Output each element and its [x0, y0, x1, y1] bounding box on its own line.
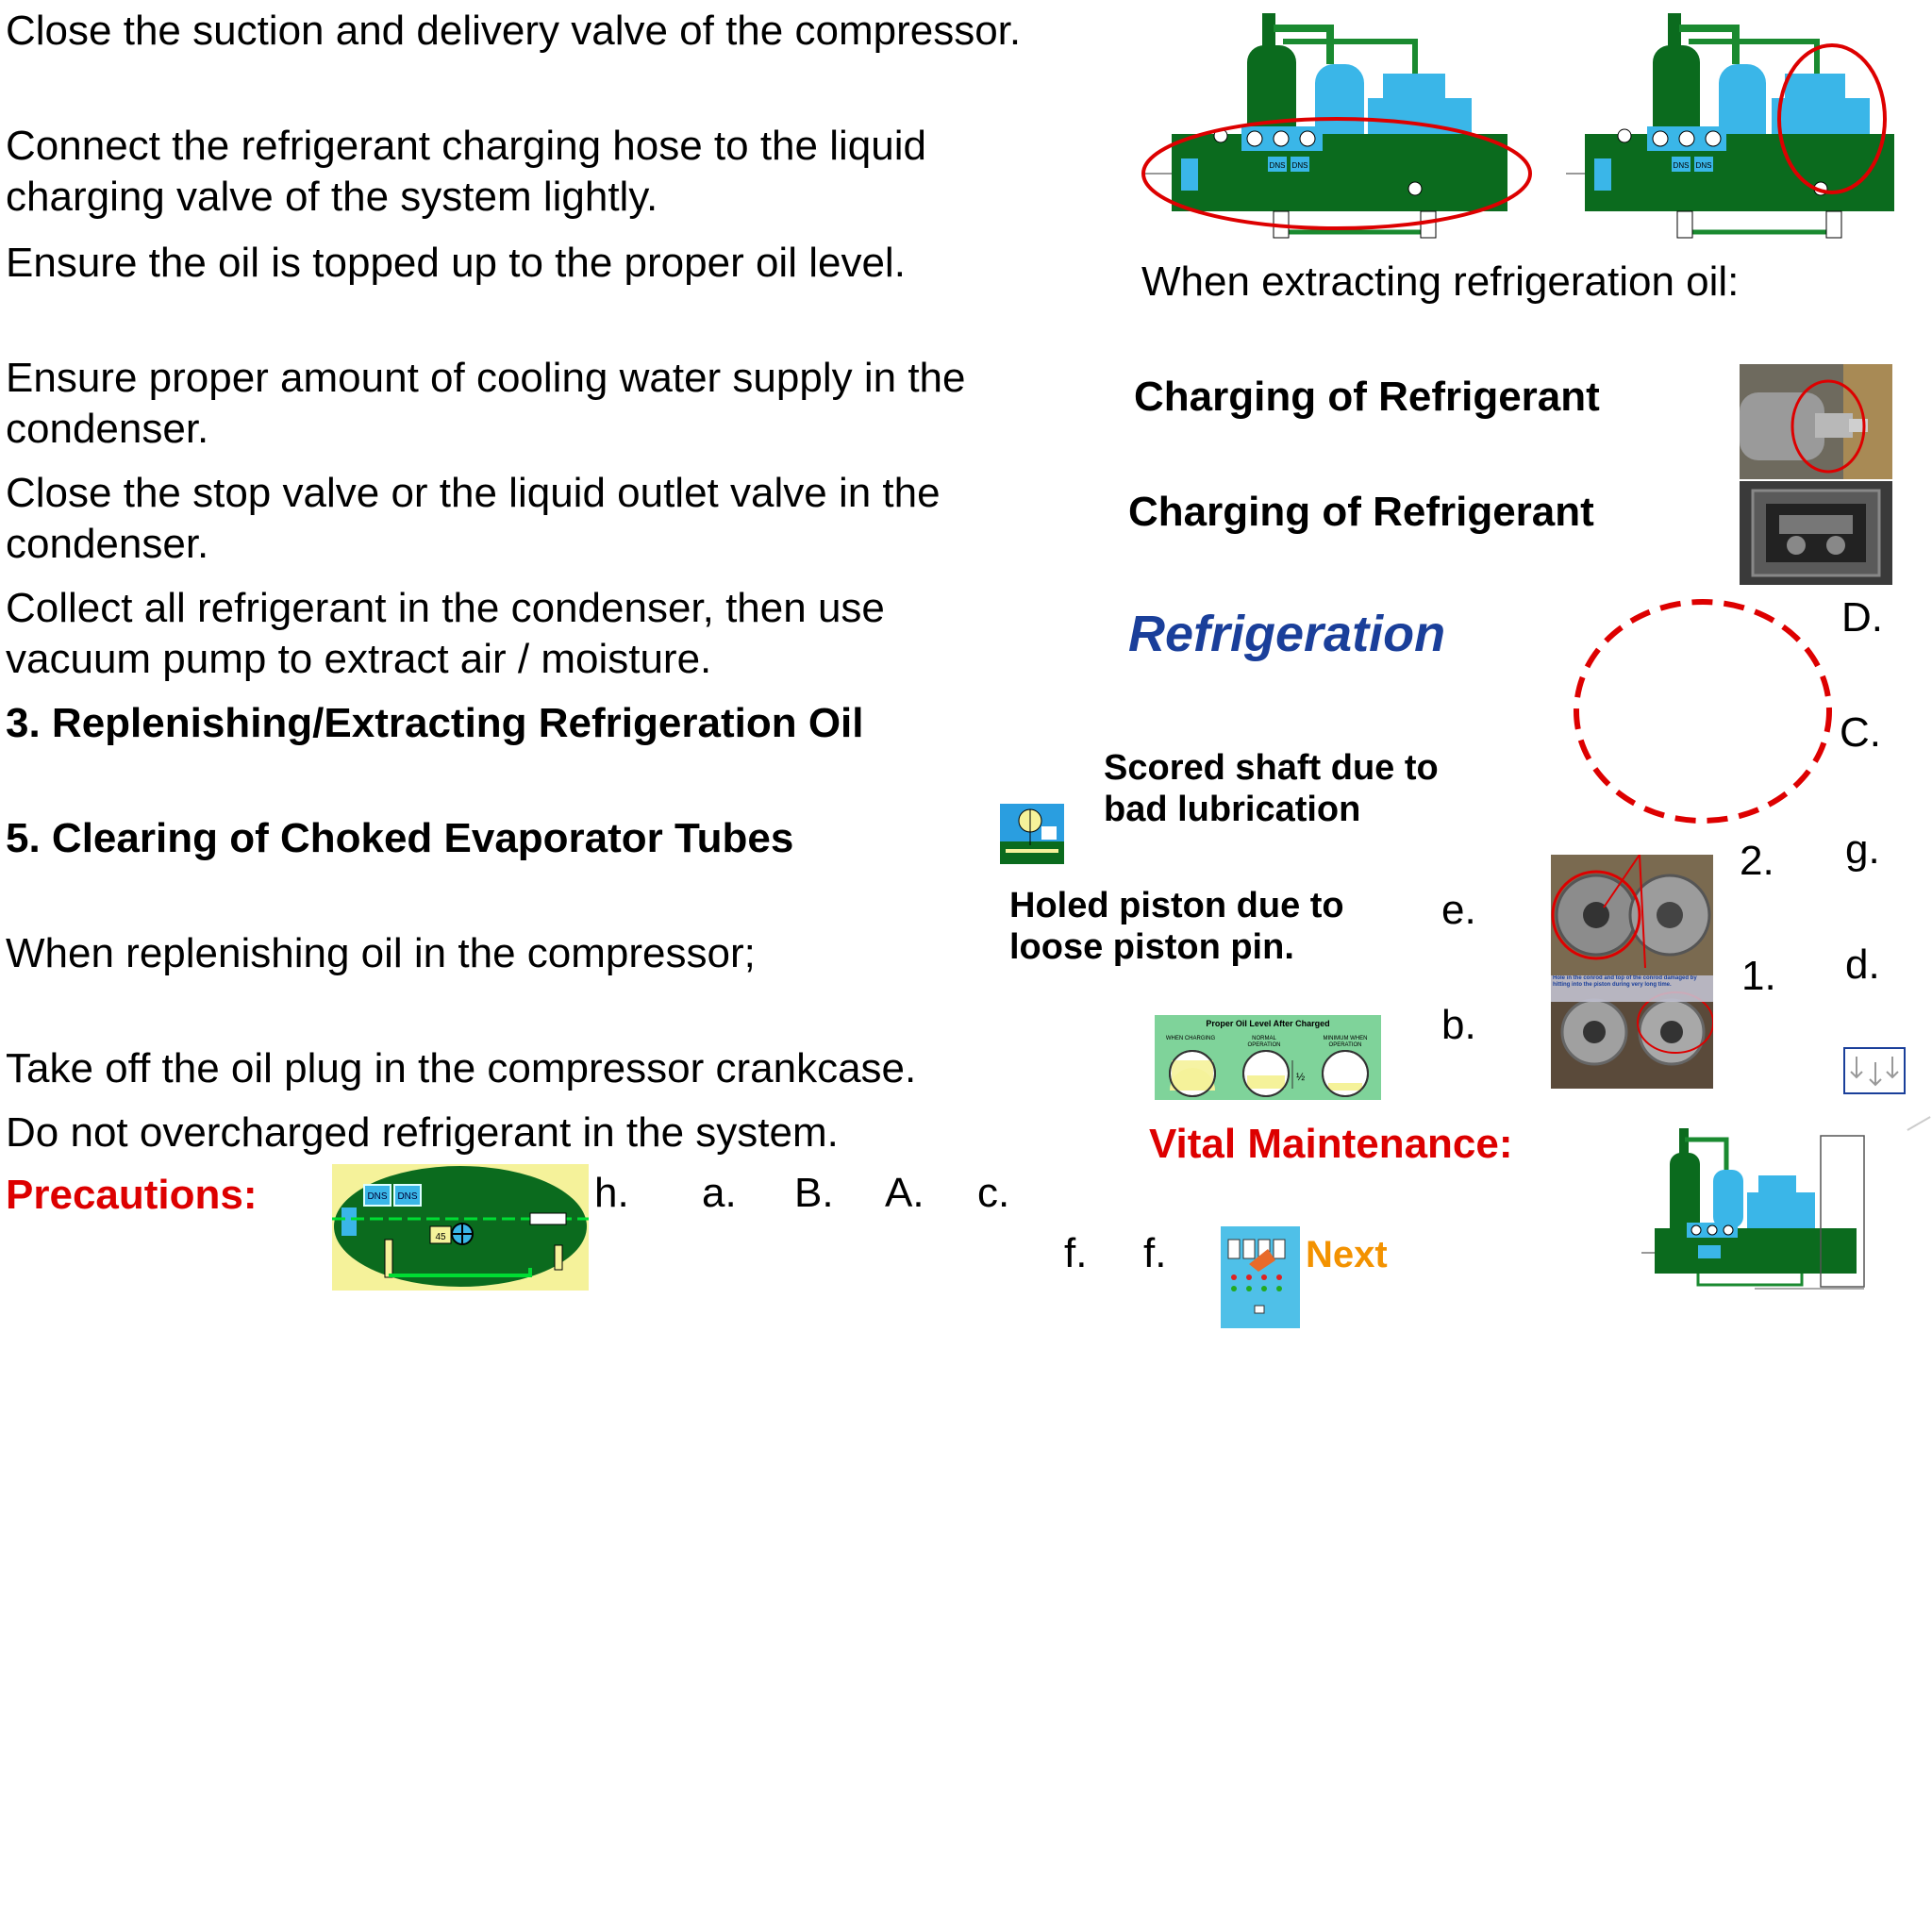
heading-replenishing-oil: 3. Replenishing/Extracting Refrigeration…	[6, 700, 864, 746]
text-connect-hose-1: Connect the refrigerant charging hose to…	[6, 123, 926, 169]
marker-c: c.	[977, 1170, 1010, 1216]
text-collect-refrigerant-1: Collect all refrigerant in the condenser…	[6, 585, 885, 631]
marker-e: e.	[1441, 887, 1476, 933]
caption-holed-piston-2: loose piston pin.	[1009, 927, 1294, 967]
text-cooling-water-2: condenser.	[6, 406, 209, 452]
down-arrows-icon[interactable]	[1843, 1047, 1906, 1094]
text-take-off-plug: Take off the oil plug in the compressor …	[6, 1045, 917, 1091]
scored-shaft-photo	[1740, 364, 1892, 479]
control-panel-icon[interactable]	[1221, 1226, 1300, 1328]
marker-f-1: f.	[1064, 1230, 1088, 1276]
marker-D: D.	[1841, 594, 1883, 641]
heading-clearing-evaporator: 5. Clearing of Choked Evaporator Tubes	[6, 815, 794, 861]
oil-level-normal: NORMAL OPERATION	[1247, 1036, 1281, 1048]
compressor-diagram-left: DNS DNS	[1141, 8, 1538, 243]
dns-label: DNS	[367, 1191, 387, 1202]
compressor-diagram-right: DNS DNS	[1566, 8, 1915, 243]
text-stop-valve-2: condenser.	[6, 521, 209, 567]
caption-holed-piston-1: Holed piston due to	[1009, 886, 1344, 925]
marker-h: h.	[594, 1170, 629, 1216]
marker-d: d.	[1845, 941, 1880, 988]
dns-label: DNS	[397, 1191, 417, 1202]
dashed-highlight-circle	[1568, 594, 1838, 828]
marker-C: C.	[1840, 709, 1881, 756]
title-charging-refrigerant-2: Charging of Refrigerant	[1128, 489, 1594, 535]
title-refrigeration: Refrigeration	[1128, 606, 1446, 662]
oil-level-chart: Proper Oil Level After Charged WHEN CHAR…	[1155, 1015, 1381, 1100]
dns-label: DNS	[1292, 161, 1308, 170]
text-when-extracting: When extracting refrigeration oil:	[1141, 258, 1740, 305]
marker-a: a.	[702, 1170, 737, 1216]
title-charging-refrigerant-1: Charging of Refrigerant	[1134, 374, 1600, 420]
oil-level-minimum: MINIMUM WHEN OPERATION	[1323, 1036, 1368, 1048]
piston-photo: Hole in the conrod and top of the conrod…	[1551, 855, 1713, 1089]
oil-level-chart-title: Proper Oil Level After Charged	[1206, 1019, 1330, 1028]
corner-line	[1907, 1116, 1931, 1131]
heading-precautions: Precautions:	[6, 1172, 258, 1218]
marker-1: 1.	[1741, 953, 1776, 999]
compressor-diagram-small	[1641, 1123, 1868, 1292]
oil-level-half: ½	[1296, 1072, 1306, 1083]
title-vital-maintenance: Vital Maintenance:	[1149, 1121, 1513, 1167]
dns-label: DNS	[1270, 161, 1286, 170]
text-close-suction: Close the suction and delivery valve of …	[6, 8, 1022, 54]
marker-A: A.	[885, 1170, 924, 1216]
next-button[interactable]: Next	[1306, 1234, 1388, 1275]
text-cooling-water-1: Ensure proper amount of cooling water su…	[6, 355, 966, 401]
evaporator-icon[interactable]	[1000, 804, 1064, 864]
machine-closeup-image: DNS DNS 45	[332, 1164, 589, 1291]
oil-level-when-charging: WHEN CHARGING	[1165, 1036, 1216, 1041]
dns-label: DNS	[1674, 161, 1690, 170]
marker-f-2: f.	[1143, 1230, 1167, 1276]
piston-photo-caption: Hole in the conrod and top of the conrod…	[1553, 975, 1697, 988]
text-connect-hose-2: charging valve of the system lightly.	[6, 174, 658, 220]
marker-B: B.	[794, 1170, 834, 1216]
text-stop-valve-1: Close the stop valve or the liquid outle…	[6, 470, 941, 516]
gauge-45-label: 45	[435, 1232, 446, 1242]
marker-2: 2.	[1740, 838, 1774, 884]
caption-scored-shaft-1: Scored shaft due to	[1104, 748, 1439, 788]
marker-g: g.	[1845, 826, 1880, 873]
crankcase-photo	[1740, 481, 1892, 585]
text-collect-refrigerant-2: vacuum pump to extract air / moisture.	[6, 636, 712, 682]
text-when-replenishing: When replenishing oil in the compressor;	[6, 930, 756, 976]
text-ensure-oil: Ensure the oil is topped up to the prope…	[6, 240, 906, 286]
caption-scored-shaft-2: bad lubrication	[1104, 790, 1361, 829]
text-do-not-overcharge: Do not overcharged refrigerant in the sy…	[6, 1109, 839, 1156]
dns-label: DNS	[1696, 161, 1712, 170]
marker-b: b.	[1441, 1002, 1476, 1048]
